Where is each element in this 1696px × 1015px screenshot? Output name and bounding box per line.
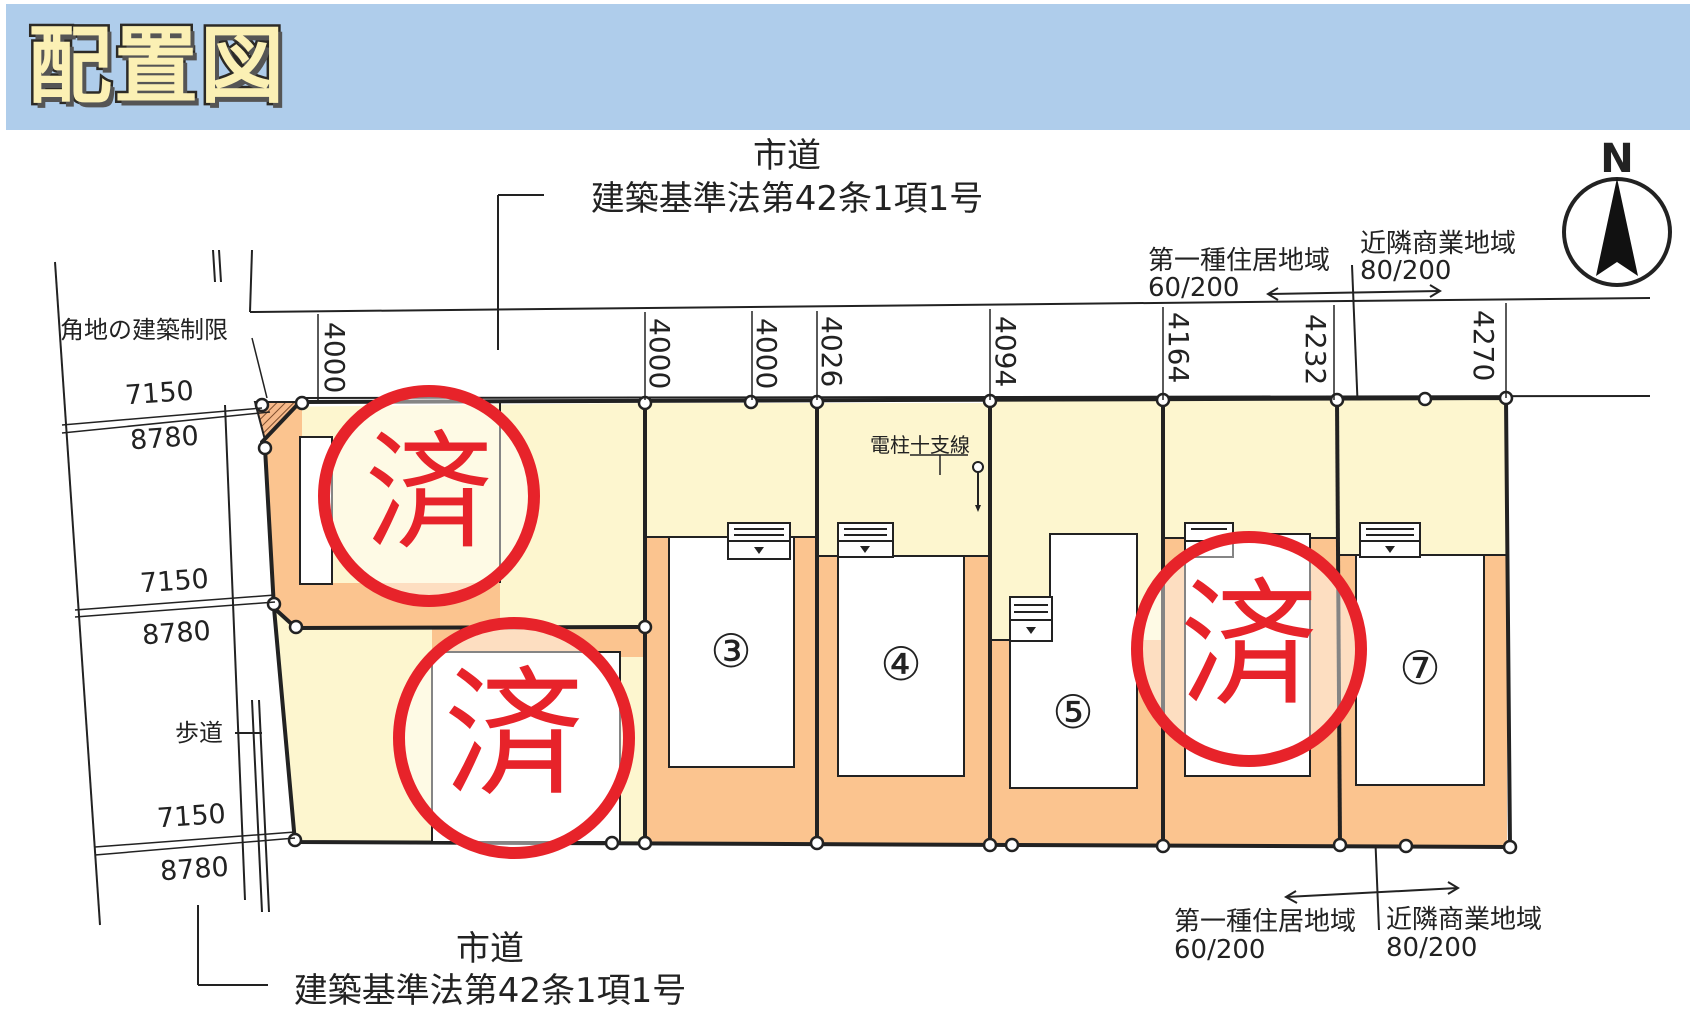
house-footprint-2 (431, 651, 621, 843)
zoning-north-right-name: 近隣商業地域 (1360, 229, 1516, 259)
road-width-label-4: 4026 (815, 316, 848, 387)
road-legal-north: 建築基準法第42条1項1号 (591, 179, 984, 219)
sold-stamps: 済 済 済 (318, 385, 1367, 859)
svg-text:済: 済 (444, 654, 584, 817)
west-dim-outer-1: 8780 (129, 421, 200, 457)
west-dim-outer-3: 8780 (159, 852, 230, 888)
sold-stamp-lot-6: 済 (1131, 531, 1367, 767)
compass: N (1562, 136, 1672, 287)
utility-pole-label: 電柱十支線 (870, 433, 970, 457)
road-width-labels: 4000 4000 4000 4026 4094 4164 4232 4270 (318, 310, 1500, 393)
svg-text:済: 済 (1180, 565, 1318, 726)
compass-north-label: N (1600, 136, 1633, 182)
house-footprint-6 (1184, 533, 1311, 777)
road-width-label-6: 4164 (1162, 312, 1195, 383)
road-lines (54, 194, 1651, 986)
house-footprint-4 (837, 555, 965, 777)
lot-number-7: ⑦ (1399, 641, 1440, 695)
lot-number-5: ⑤ (1052, 685, 1093, 739)
road-name-north: 市道 (753, 136, 821, 176)
lot-number-3: ③ (710, 624, 751, 678)
lot-numbers: ③ ④ ⑤ ⑦ (710, 624, 1440, 739)
zoning-arrows (1266, 284, 1460, 904)
utility-pole-icon (910, 454, 984, 512)
lot-boundaries (260, 396, 1512, 849)
entrance-marker-5 (1009, 596, 1053, 642)
entrance-marker-4 (837, 522, 894, 558)
west-dim-inner-3: 7150 (156, 799, 227, 835)
sidewalk-line-west (54, 261, 101, 926)
west-dim-inner-2: 7150 (139, 564, 210, 600)
entrance-marker-7 (1359, 522, 1421, 558)
entrance-markers (727, 522, 1421, 642)
svg-text:済: 済 (365, 419, 493, 568)
page-title: 配置図 (25, 15, 287, 118)
road-width-label-5: 4094 (989, 316, 1022, 387)
house-footprint-7 (1355, 554, 1485, 786)
zoning-north-left-ratio: 60/200 (1148, 273, 1239, 303)
header-bar: 配置図 (6, 4, 1690, 130)
road-width-label-7: 4232 (1299, 314, 1332, 385)
corner-restriction-label: 角地の建築制限 (60, 316, 228, 344)
sold-stamp-lot-1: 済 (318, 385, 540, 607)
house-footprint-3 (668, 536, 795, 768)
road-width-label-3: 4000 (750, 318, 783, 389)
west-dim-outer-2: 8780 (141, 616, 212, 652)
zoning-south-left-ratio: 60/200 (1174, 935, 1265, 965)
zoning-south-right-ratio: 80/200 (1386, 933, 1477, 963)
zoning-south-right-name: 近隣商業地域 (1386, 905, 1542, 935)
west-dimension-lines (61, 407, 296, 856)
lot-number-4: ④ (880, 637, 921, 691)
sold-stamp-lot-2: 済 (393, 617, 635, 859)
west-dim-inner-1: 7150 (124, 376, 195, 412)
corner-restriction-leader (251, 337, 268, 399)
zoning-south-left-name: 第一種住居地域 (1174, 907, 1356, 937)
entrance-marker-3 (727, 522, 791, 560)
road-name-south: 市道 (456, 929, 524, 969)
boundary-points (254, 390, 1518, 855)
zoning-north-left-name: 第一種住居地域 (1148, 246, 1330, 276)
road-width-label-1: 4000 (318, 322, 351, 393)
west-dimension-labels: 7150 8780 7150 8780 7150 8780 (124, 376, 230, 888)
road-width-dimension-lines (317, 303, 1507, 400)
zoning-north-right-ratio: 80/200 (1360, 256, 1451, 286)
road-width-label-2: 4000 (643, 318, 676, 389)
road-legal-south: 建築基準法第42条1項1号 (294, 971, 687, 1011)
road-width-label-8: 4270 (1467, 310, 1500, 381)
house-footprints (299, 436, 1485, 843)
sidewalk-label: 歩道 (175, 719, 223, 747)
